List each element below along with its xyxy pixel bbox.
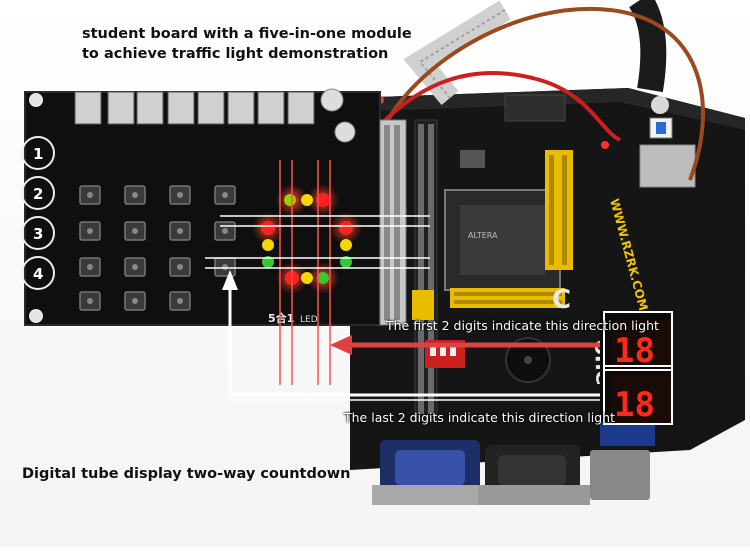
wires: [378, 0, 705, 181]
white-arrow-icon: [222, 270, 600, 401]
key-label-2: 2: [33, 185, 43, 203]
svg-text:ALTERA: ALTERA: [468, 231, 498, 240]
key-label-4: 4: [33, 265, 43, 283]
display-bottom: 18: [614, 385, 655, 425]
student-board: 5合1 LED: [21, 88, 407, 326]
display-top: 18: [614, 331, 655, 371]
round-keys: [21, 136, 55, 290]
power-cable: [628, 0, 667, 93]
title-caption: student board with a five-in-one module …: [82, 26, 412, 62]
usb-connector: [639, 144, 696, 188]
bottom-caption: Digital tube display two-way countdown: [22, 466, 351, 482]
svg-text:C: C: [552, 285, 571, 315]
callout-first-digits: The first 2 digits indicate this directi…: [386, 318, 659, 333]
callout-last-digits: The last 2 digits indicate this directio…: [344, 410, 616, 425]
red-arrow-icon: [330, 335, 605, 355]
highlight-box-bottom: [603, 365, 673, 425]
seven-segment-displays: 18 18: [600, 311, 673, 425]
key-label-3: 3: [33, 225, 43, 243]
traffic-leds: [252, 184, 362, 294]
svg-text:5合1: 5合1: [268, 311, 294, 325]
key-label-1: 1: [33, 145, 43, 163]
main-board: ALTERA: [350, 88, 745, 505]
svg-text:LED: LED: [300, 315, 318, 325]
highlight-box-top: [603, 311, 673, 371]
annotation-lines: [205, 160, 430, 385]
